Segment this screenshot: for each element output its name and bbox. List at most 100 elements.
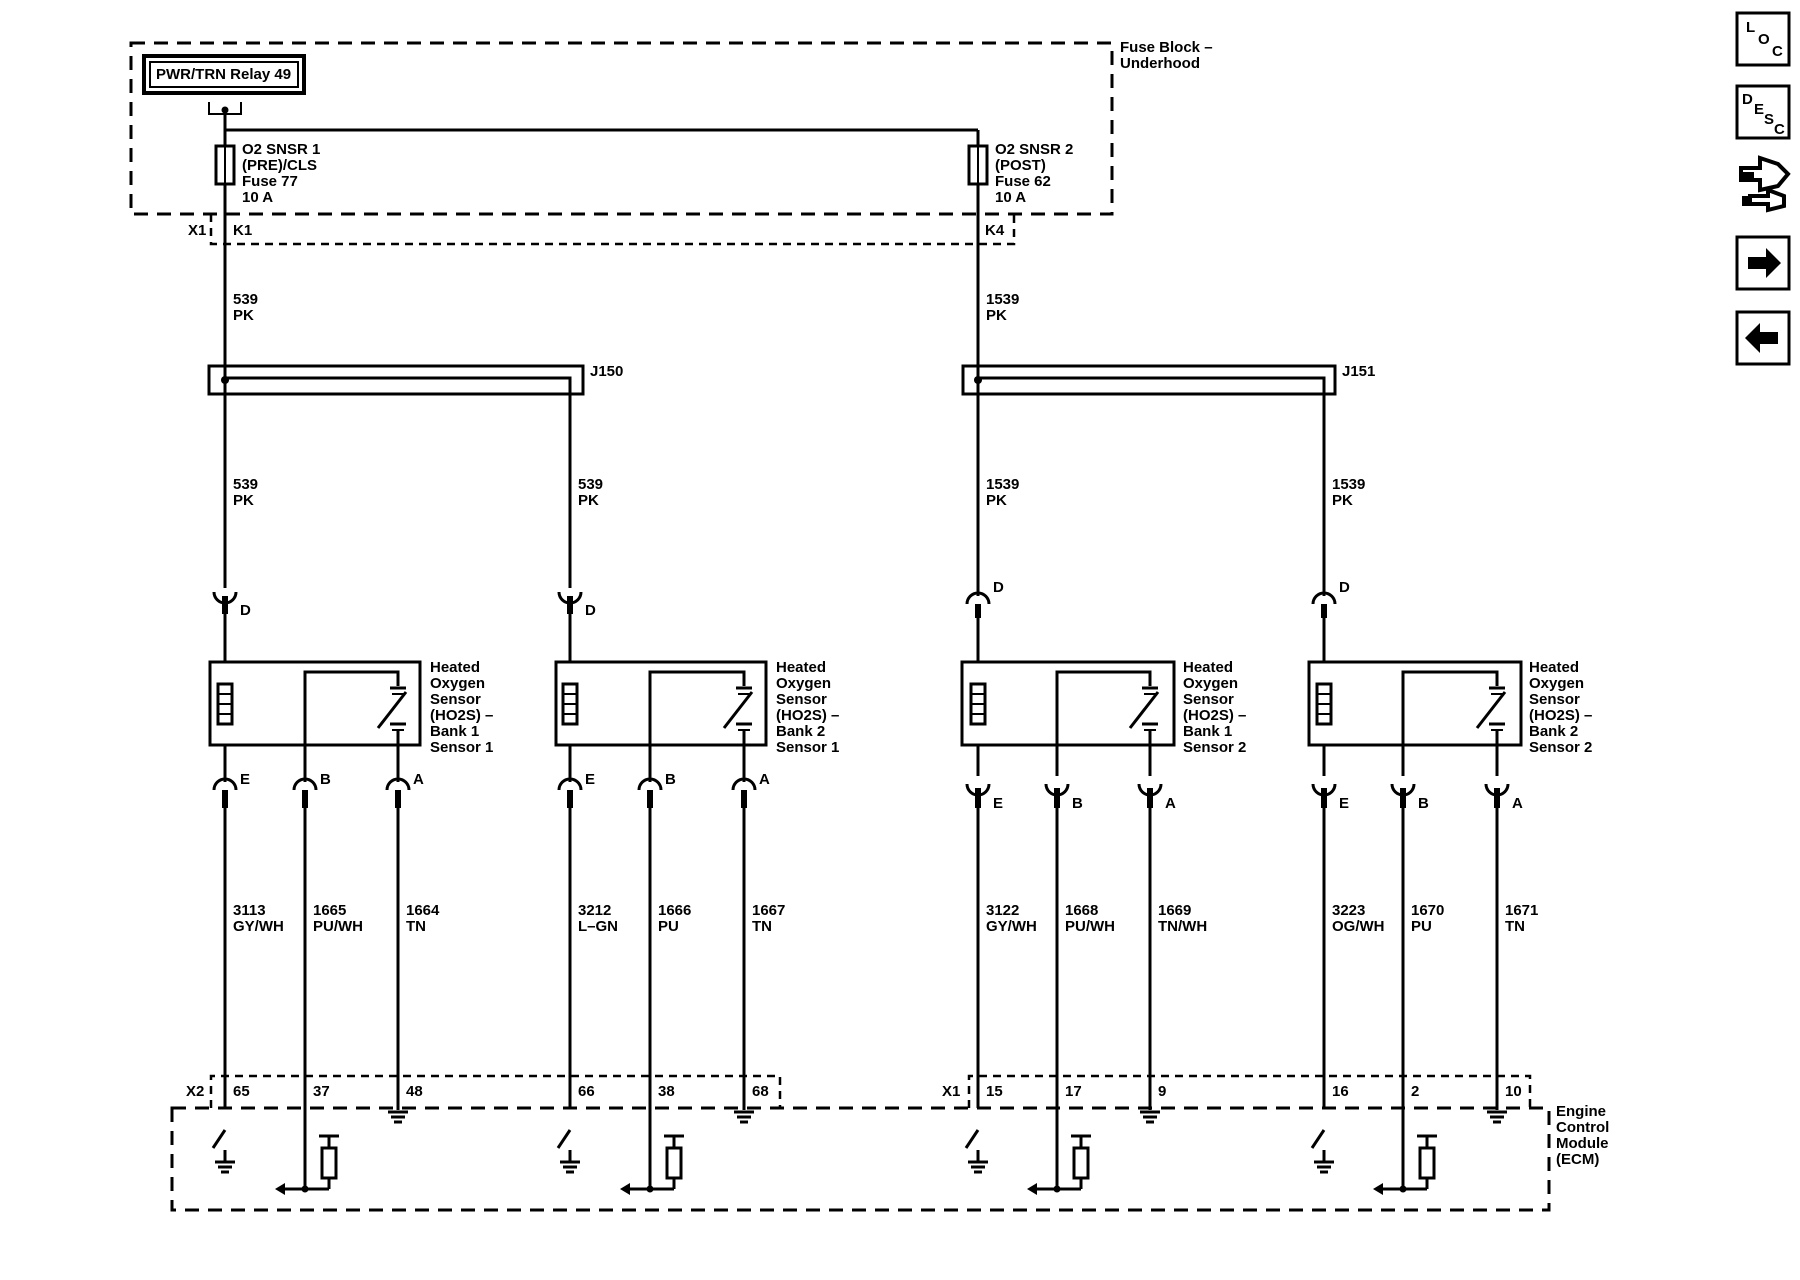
svg-text:B: B [1072,795,1083,812]
svg-text:3113: 3113 [233,902,266,919]
previous-arrow-icon [1745,323,1778,353]
ecm-circuit-3 [964,1110,1160,1195]
svg-text:D: D [240,602,251,619]
fuse-block-label-2: Underhood [1120,55,1200,72]
ho2s-bank1-sensor2: Heated Oxygen Sensor (HO2S) – Bank 1 Sen… [960,659,1246,756]
sensor-pins-row: E B A E B A E B A E B A [212,771,1523,812]
svg-text:10: 10 [1505,1083,1522,1100]
splice-j151-label: J151 [1342,363,1375,380]
pin-d-sensor2: D [557,591,596,619]
resistor-icon [1418,1146,1436,1180]
previous-arrow-button[interactable] [1735,310,1791,366]
pin-e-s2: E [557,771,595,808]
svg-text:PU: PU [1411,918,1432,935]
ecm-pin-numbers: 65 37 48 66 38 68 15 17 9 16 2 10 [233,1083,1522,1100]
pin-d-sensor3: D [965,579,1004,618]
svg-text:Sensor: Sensor [1183,691,1234,708]
svg-text:GY/WH: GY/WH [233,918,284,935]
wire-mid-1-num: 539 [233,476,258,493]
relay-box [142,54,306,95]
pin-d-sensor1: D [212,591,251,619]
fuse-77-line3: Fuse 77 [242,173,298,190]
ho2s-bank2-sensor2: Heated Oxygen Sensor (HO2S) – Bank 2 Sen… [1307,659,1592,756]
ground-icon [1314,1160,1334,1174]
svg-text:OG/WH: OG/WH [1332,918,1385,935]
svg-text:1668: 1668 [1065,902,1098,919]
svg-text:65: 65 [233,1083,250,1100]
svg-text:Bank 2: Bank 2 [776,723,825,740]
relay-node [221,106,229,114]
svg-text:Bank 1: Bank 1 [1183,723,1232,740]
svg-text:GY/WH: GY/WH [986,918,1037,935]
svg-text:1667: 1667 [752,902,785,919]
svg-text:Oxygen: Oxygen [1183,675,1238,692]
svg-text:A: A [413,771,424,788]
splice-j151 [961,364,1337,396]
ecm-label-4: (ECM) [1556,1151,1599,1168]
wire-mid-2-num: 539 [578,476,603,493]
svg-text:9: 9 [1158,1083,1166,1100]
next-arrow-button[interactable] [1735,235,1791,291]
splice-j150-label: J150 [590,363,623,380]
connector-x1-ecm-label: X1 [942,1083,960,1100]
svg-text:2: 2 [1411,1083,1419,1100]
pin-b-s4: B [1390,783,1429,812]
connector-x2-ecm [209,1074,782,1108]
wire-1539-num-top: 1539 [986,291,1019,308]
svg-text:Oxygen: Oxygen [1529,675,1584,692]
svg-text:L: L [1746,19,1755,36]
svg-text:17: 17 [1065,1083,1082,1100]
svg-text:Oxygen: Oxygen [776,675,831,692]
svg-text:(HO2S) –: (HO2S) – [1183,707,1246,724]
svg-text:D: D [1742,91,1753,108]
ecm-circuit-2 [556,1110,754,1195]
ground-icon [734,1110,754,1124]
ho2s-bank1-sensor1: Heated Oxygen Sensor (HO2S) – Bank 1 Sen… [208,659,493,756]
svg-text:3212: 3212 [578,902,611,919]
svg-text:1671: 1671 [1505,902,1538,919]
fuse-62-line4: 10 A [995,189,1026,206]
svg-text:Bank 1: Bank 1 [430,723,479,740]
fuse-77-line4: 10 A [242,189,273,206]
location-view-button[interactable]: L O C [1735,11,1791,67]
svg-text:D: D [585,602,596,619]
svg-text:A: A [759,771,770,788]
pin-b-s2: B [637,771,676,808]
pin-b-s3: B [1044,783,1083,812]
svg-text:Sensor 1: Sensor 1 [776,739,839,756]
wire-1539-color-top: PK [986,307,1007,324]
pin-e-s4: E [1311,783,1349,812]
svg-text:B: B [320,771,331,788]
svg-text:E: E [1754,101,1764,118]
svg-text:48: 48 [406,1083,423,1100]
wire-mid-1-color: PK [233,492,254,509]
svg-text:TN/WH: TN/WH [1158,918,1207,935]
svg-text:A: A [1165,795,1176,812]
svg-text:Sensor: Sensor [430,691,481,708]
svg-text:E: E [240,771,250,788]
description-view-button[interactable]: D E S C [1735,84,1791,140]
svg-text:1665: 1665 [313,902,346,919]
next-arrow-icon [1748,248,1781,278]
svg-text:C: C [1772,43,1783,60]
svg-text:68: 68 [752,1083,769,1100]
resistor-icon [665,1146,683,1180]
svg-text:Sensor: Sensor [1529,691,1580,708]
ecm-label-1: Engine [1556,1103,1606,1120]
svg-text:PU: PU [658,918,679,935]
fuse-62-line3: Fuse 62 [995,173,1051,190]
svg-text:Bank 2: Bank 2 [1529,723,1578,740]
connector-x1-top [209,214,1016,246]
svg-text:3122: 3122 [986,902,1019,919]
svg-text:PU/WH: PU/WH [1065,918,1115,935]
wire-mid-4-color: PK [1332,492,1353,509]
fuse-77-line2: (PRE)/CLS [242,157,317,174]
svg-text:D: D [1339,579,1350,596]
svg-text:L–GN: L–GN [578,918,618,935]
ecm-outline [170,1106,1551,1212]
ground-icon [1487,1110,1507,1124]
wire-mid-2-color: PK [578,492,599,509]
resistor-icon [1072,1146,1090,1180]
svg-text:Heated: Heated [776,659,826,676]
connector-view-icon[interactable] [1739,155,1791,213]
